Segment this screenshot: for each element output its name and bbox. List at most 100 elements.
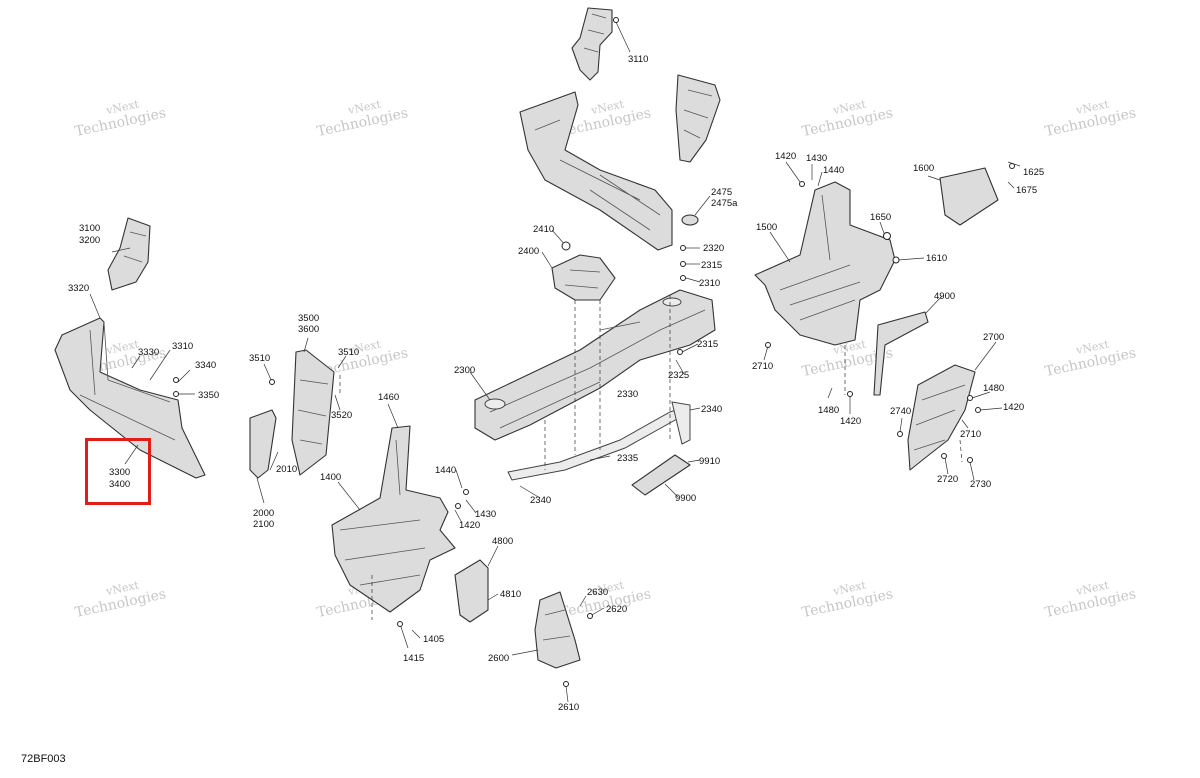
part-label: 2710 — [960, 429, 981, 440]
watermark: vNext Technologies — [74, 578, 168, 621]
part-label: 2010 — [276, 464, 297, 475]
fastener — [397, 621, 403, 627]
part-label: 4810 — [500, 589, 521, 600]
part-label: 2335 — [617, 453, 638, 464]
fastener — [455, 503, 461, 509]
part-label: 2710 — [752, 361, 773, 372]
part-1400-lower-side — [331, 425, 456, 613]
watermark: vNext Technologies — [1044, 578, 1138, 621]
part-label: 3350 — [198, 390, 219, 401]
part-label: 1405 — [423, 634, 444, 645]
part-3500-pillar — [291, 349, 335, 476]
part-label: 9910 — [699, 456, 720, 467]
part-label: 2315 — [701, 260, 722, 271]
part-label: 2630 — [587, 587, 608, 598]
part-label: 3600 — [298, 324, 319, 335]
part-9900-plate — [631, 454, 691, 496]
fastener — [173, 377, 179, 383]
watermark: vNext Technologies — [1044, 337, 1138, 380]
part-label: 3500 — [298, 313, 319, 324]
fastener — [587, 613, 593, 619]
part-4800-bracket — [454, 559, 489, 623]
part-label: 3340 — [195, 360, 216, 371]
fastener — [173, 391, 179, 397]
part-label: 1675 — [1016, 185, 1037, 196]
figure-code: 72BF003 — [21, 753, 66, 765]
fastener — [892, 256, 900, 264]
part-label: 1460 — [378, 392, 399, 403]
part-label: 3520 — [331, 410, 352, 421]
part-label: 2315 — [697, 339, 718, 350]
part-label: 1600 — [913, 163, 934, 174]
part-label: 1415 — [403, 653, 424, 664]
part-label: 3330 — [138, 347, 159, 358]
part-label: 2100 — [253, 519, 274, 530]
part-label: 1420 — [459, 520, 480, 531]
part-3100-duct — [107, 217, 151, 291]
part-label: 3300 — [109, 467, 130, 478]
part-label: 3310 — [172, 341, 193, 352]
part-label: 2600 — [488, 653, 509, 664]
part-label: 3510 — [249, 353, 270, 364]
part-3110 — [571, 7, 613, 81]
part-label: 2720 — [937, 474, 958, 485]
watermark: vNext Technologies — [801, 578, 895, 621]
part-label: 4900 — [934, 291, 955, 302]
part-label: 3110 — [628, 54, 648, 65]
part-label: 3320 — [68, 283, 89, 294]
part-2340-bracket — [671, 401, 691, 445]
fastener — [680, 245, 686, 251]
part-label: 2300 — [454, 365, 475, 376]
part-2700-panel — [907, 364, 976, 471]
part-upper-dash-frame — [519, 91, 673, 251]
part-label: 1480 — [983, 383, 1004, 394]
fastener — [563, 681, 569, 687]
part-label: 2325 — [668, 370, 689, 381]
part-label: 1480 — [818, 405, 839, 416]
part-2600-bracket — [534, 591, 581, 669]
fastener — [941, 453, 947, 459]
fastener — [975, 407, 981, 413]
part-label: 3200 — [79, 235, 100, 246]
part-upper-right-panel — [675, 74, 721, 163]
fastener — [463, 489, 469, 495]
part-label: 1650 — [870, 212, 891, 223]
watermark: vNext Technologies — [316, 97, 410, 140]
watermark: vNext Technologies — [1044, 97, 1138, 140]
part-label: 1430 — [806, 153, 827, 164]
part-label: 1400 — [320, 472, 341, 483]
part-label: 1610 — [926, 253, 947, 264]
fastener — [680, 261, 686, 267]
part-label: 1440 — [823, 165, 844, 176]
part-label: 2475 — [711, 187, 732, 198]
part-label: 2620 — [606, 604, 627, 615]
fastener — [967, 395, 973, 401]
part-label: 1625 — [1023, 167, 1044, 178]
fastener — [613, 17, 619, 23]
part-4900-strip — [873, 311, 929, 396]
fastener — [677, 349, 683, 355]
part-label: 3100 — [79, 223, 100, 234]
part-label: 1420 — [775, 151, 796, 162]
part-label: 2475a — [711, 198, 738, 209]
leader-lines — [89, 21, 1021, 703]
part-label: 2400 — [518, 246, 539, 257]
part-label: 1420 — [840, 416, 861, 427]
part-label: 2410 — [533, 224, 554, 235]
fastener — [680, 275, 686, 281]
part-2475-cap — [681, 214, 699, 226]
part-label: 1440 — [435, 465, 456, 476]
fastener — [561, 241, 571, 251]
part-label: 2610 — [558, 702, 579, 713]
part-label: 3510 — [338, 347, 359, 358]
watermark: vNext Technologies — [74, 97, 168, 140]
part-label: 2700 — [983, 332, 1004, 343]
fastener — [1009, 163, 1015, 169]
part-2000-strip — [249, 409, 277, 479]
part-label: 9900 — [675, 493, 696, 504]
part-1500-right-dash — [754, 181, 896, 346]
part-label: 4800 — [492, 536, 513, 547]
part-label: 2730 — [970, 479, 991, 490]
part-label: 3400 — [109, 479, 130, 490]
fastener — [799, 181, 805, 187]
